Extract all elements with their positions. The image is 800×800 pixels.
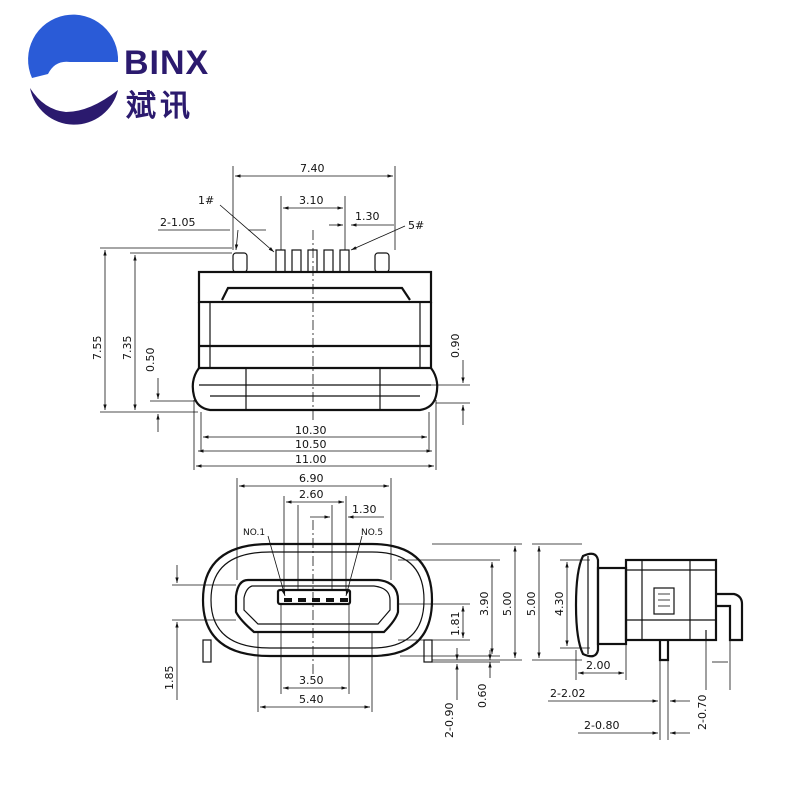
- dim-front-width-top: 6.90: [299, 472, 324, 485]
- dim-front-tab-thickness: 2-0.90: [443, 703, 456, 738]
- side-body-front: [596, 566, 628, 646]
- side-body-rear: [624, 558, 718, 642]
- front-contacts: [284, 598, 348, 602]
- top-tab-left: [232, 252, 248, 273]
- front-opening: [234, 578, 400, 634]
- top-tab-right: [374, 252, 390, 273]
- logo-emblem-icon: [28, 14, 119, 125]
- label-pin1: 1#: [198, 194, 214, 207]
- dim-tab-width: 2-1.05: [160, 216, 195, 229]
- front-view: 6.90 2.60 1.30 NO.1 NO.5 1.85 1.81 3.90 …: [163, 472, 522, 738]
- dim-front-bottom-outer: 5.40: [299, 693, 324, 706]
- dim-front-outer-height: 5.00: [501, 592, 514, 617]
- brand-logo: BINX 斌讯: [28, 14, 209, 125]
- dim-front-opening-total: 3.90: [478, 592, 491, 617]
- dim-side-outer-height: 5.00: [525, 592, 538, 617]
- dim-side-pin-width: 2-0.70: [696, 695, 709, 730]
- brand-name-cn: 斌讯: [126, 89, 194, 124]
- dim-side-inner-height: 4.30: [553, 592, 566, 617]
- label-front-pin5: NO.5: [361, 528, 383, 538]
- dim-front-left-height: 1.85: [163, 666, 176, 691]
- dim-width-mid: 10.50: [295, 438, 327, 451]
- dim-front-tab-height: 0.60: [476, 684, 489, 709]
- dim-pin-span: 3.10: [299, 194, 324, 207]
- label-front-pin1: NO.1: [243, 528, 265, 538]
- label-pin5: 5#: [408, 219, 424, 232]
- dim-pin-group: 1.30: [355, 210, 380, 223]
- dim-side-depth: 2.00: [586, 659, 611, 672]
- top-body-step: [221, 286, 411, 301]
- front-leg-left: [202, 639, 212, 663]
- side-latch: [653, 587, 675, 615]
- side-tail-pin: [716, 592, 744, 642]
- top-flange: [191, 367, 439, 412]
- side-view: 5.00 4.30 2.00 2-2.02 2-0.80 2-0.70: [525, 543, 744, 740]
- dim-side-tab-offset: 2-2.02: [550, 687, 585, 700]
- front-tongue: [276, 588, 352, 606]
- brand-name-en: BINX: [124, 44, 209, 82]
- dim-flange-offset: 0.50: [144, 348, 157, 373]
- dim-front-pin-span: 2.60: [299, 488, 324, 501]
- dim-side-tab-width: 2-0.80: [584, 719, 619, 732]
- front-leg-right: [423, 639, 433, 663]
- dim-height-body: 7.35: [121, 336, 134, 361]
- dim-front-pin-group: 1.30: [352, 503, 377, 516]
- dim-height-total: 7.55: [91, 336, 104, 361]
- dim-flange-thickness: 0.90: [449, 334, 462, 359]
- dim-width-inner: 10.30: [295, 424, 327, 437]
- dim-front-opening: 1.81: [449, 612, 462, 637]
- top-pins: [275, 249, 350, 273]
- side-flange: [574, 552, 600, 658]
- side-leg: [658, 640, 670, 662]
- dim-width-top: 7.40: [300, 162, 325, 175]
- dim-front-bottom-inner: 3.50: [299, 674, 324, 687]
- top-view: 7.40 3.10 1.30 1# 5# 2-1.05 7.55 7.35 0.…: [91, 162, 470, 470]
- dim-width-outer: 11.00: [295, 453, 327, 466]
